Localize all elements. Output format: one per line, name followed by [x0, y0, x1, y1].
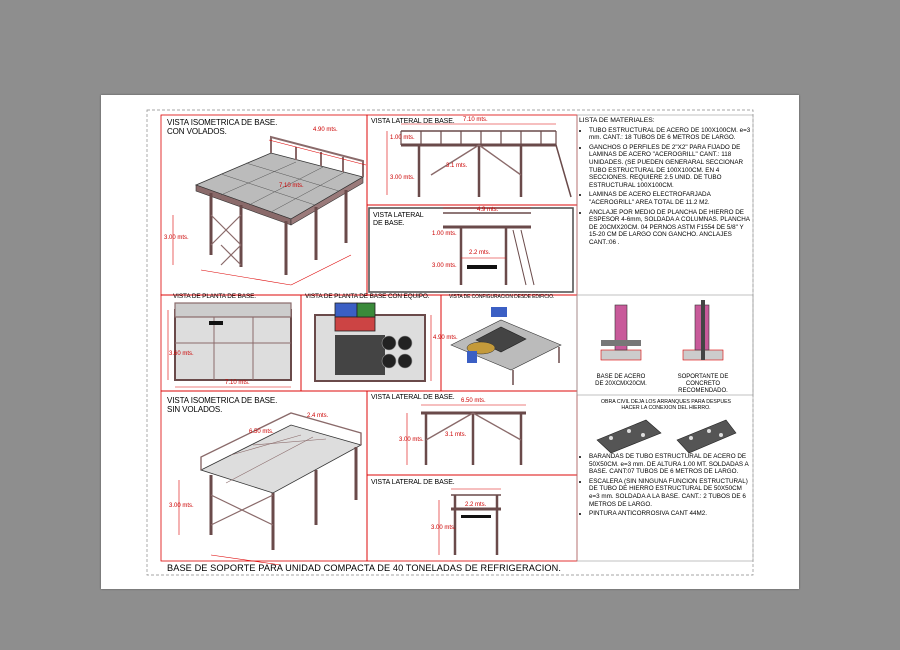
dim-iso1-side: 3.00 mts. — [164, 235, 189, 241]
dim-iso2-mid: 6.50 mts. — [249, 429, 274, 435]
material-item: LAMINAS DE ACERO ELECTROFARJADA "ACEROGR… — [589, 191, 751, 206]
dim-lat1-b: 3.00 mts. — [390, 175, 415, 181]
plan-view-drawing — [167, 302, 292, 388]
view-title-iso-sin-volados-line2: SIN VOLADOS. — [167, 405, 223, 414]
configuration-view-drawing — [450, 307, 562, 385]
caption-line: RECOMENDADO. — [678, 388, 728, 394]
material-item: ESCALERA (SIN NINGUNA FUNCION ESTRUCTURA… — [589, 478, 751, 508]
view-title-lateral-4: VISTA LATERAL DE BASE. — [371, 479, 455, 486]
material-item: GANCHOS O PERFILES DE 2"X2" PARA FIJADO … — [589, 144, 751, 190]
dim-equipo-h: 4.90 mts. — [433, 335, 458, 341]
dim-lat2-top: 4.9 mts. — [477, 207, 499, 213]
view-title-lateral-2-line2: DE BASE. — [373, 220, 405, 227]
drawing-linework — [146, 109, 754, 576]
view-title-iso-sin-volados-line1: VISTA ISOMETRICA DE BASE. — [167, 396, 278, 405]
sheet-border — [146, 109, 754, 576]
dim-lat4-h: 3.00 mts. — [431, 525, 456, 531]
materials-title: LISTA DE MATERIALES: — [579, 117, 655, 124]
drawing-sheet: VISTA ISOMETRICA DE BASE. CON VOLADOS. V… — [101, 95, 799, 589]
dim-iso2-top: 2.4 mts. — [307, 413, 329, 419]
caption-line: OBRA CIVIL DEJA LOS ARRANQUES PARA DESPU… — [600, 399, 731, 405]
view-title-planta: VISTA DE PLANTA DE BASE. — [173, 293, 256, 300]
view-title-lateral-2-line1: VISTA LATERAL — [373, 212, 424, 219]
material-item: TUBO ESTRUCTURAL DE ACERO DE 100X100CM. … — [589, 127, 751, 142]
materials-list-bottom: BARANDAS DE TUBO ESTRUCTURAL DE ACERO DE… — [579, 453, 751, 520]
dim-lat3-diag: 3.1 mts. — [445, 432, 467, 438]
dim-lat1-top: 7.10 mts. — [463, 117, 488, 123]
dim-iso2-side: 3.00 mts. — [169, 503, 194, 509]
dim-iso1-mid: 7.10 mts. — [279, 183, 304, 189]
caption-line: SOPORTANTE DE — [677, 374, 729, 380]
caption-base-acero: BASE DE ACERO DE 20XCMX20CM. — [591, 374, 651, 388]
dim-lat3-top: 6.50 mts. — [461, 398, 486, 404]
dim-lat2-b: 3.00 mts. — [432, 263, 457, 269]
view-title-lateral-1: VISTA LATERAL DE BASE. — [371, 118, 455, 125]
caption-line: BASE DE ACERO — [596, 374, 646, 380]
caption-line: CONCRETO — [685, 381, 721, 387]
plan-with-equipment-drawing — [314, 302, 432, 382]
caption-obra-civil: OBRA CIVIL DEJA LOS ARRANQUES PARA DESPU… — [581, 399, 751, 412]
dim-lat1-diag: 3.1 mts. — [446, 163, 468, 169]
view-title-configuracion: VISTA DE CONFIGURACION DESDE EDIFICIO. — [449, 294, 555, 300]
dim-planta-w: 7.10 mts. — [225, 380, 250, 386]
iso-view-2-drawing — [178, 412, 363, 566]
steel-base-detail — [600, 304, 642, 361]
caption-line: HACER LA CONEXION DEL HIERRO. — [621, 405, 711, 412]
view-title-iso-volados-line1: VISTA ISOMETRICA DE BASE. — [167, 118, 278, 127]
lateral-view-4-drawing — [438, 488, 501, 555]
lateral-view-1-drawing — [386, 123, 572, 198]
caption-soportante: SOPORTANTE DE CONCRETO RECOMENDADO. — [673, 374, 733, 395]
dim-lat1-a: 1.00 mts. — [390, 135, 415, 141]
dim-lat3-h: 3.00 mts. — [399, 437, 424, 443]
dim-lat2-a: 1.00 mts. — [432, 231, 457, 237]
material-item: PINTURA ANTICORROSIVA CANT 44M2. — [589, 510, 751, 518]
view-title-iso-volados-line2: CON VOLADOS. — [167, 127, 227, 136]
anchor-plates-detail — [596, 419, 737, 454]
view-title-lateral-3: VISTA LATERAL DE BASE. — [371, 394, 455, 401]
view-title-planta-equipo: VISTA DE PLANTA DE BASE CON EQUIPO. — [305, 293, 430, 300]
caption-line: DE 20XCMX20CM. — [595, 381, 647, 387]
iso-view-1-drawing — [172, 135, 367, 286]
lateral-view-2-drawing — [443, 207, 535, 286]
dim-lat2-w: 2.2 mts. — [469, 250, 491, 256]
dim-iso1-top: 4.90 mts. — [313, 127, 338, 133]
materials-list-top: LISTA DE MATERIALES: TUBO ESTRUCTURAL DE… — [579, 117, 751, 249]
concrete-support-detail — [682, 300, 724, 361]
dim-planta-h: 3.60 mts. — [169, 351, 194, 357]
drawing-title-footer: BASE DE SOPORTE PARA UNIDAD COMPACTA DE … — [167, 563, 561, 573]
material-item: ANCLAJE POR MEDIO DE PLANCHA DE HIERRO D… — [589, 209, 751, 247]
material-item: BARANDAS DE TUBO ESTRUCTURAL DE ACERO DE… — [589, 453, 751, 476]
lateral-view-3-drawing — [406, 404, 526, 465]
dim-lat4-top: 2.2 mts. — [465, 502, 487, 508]
